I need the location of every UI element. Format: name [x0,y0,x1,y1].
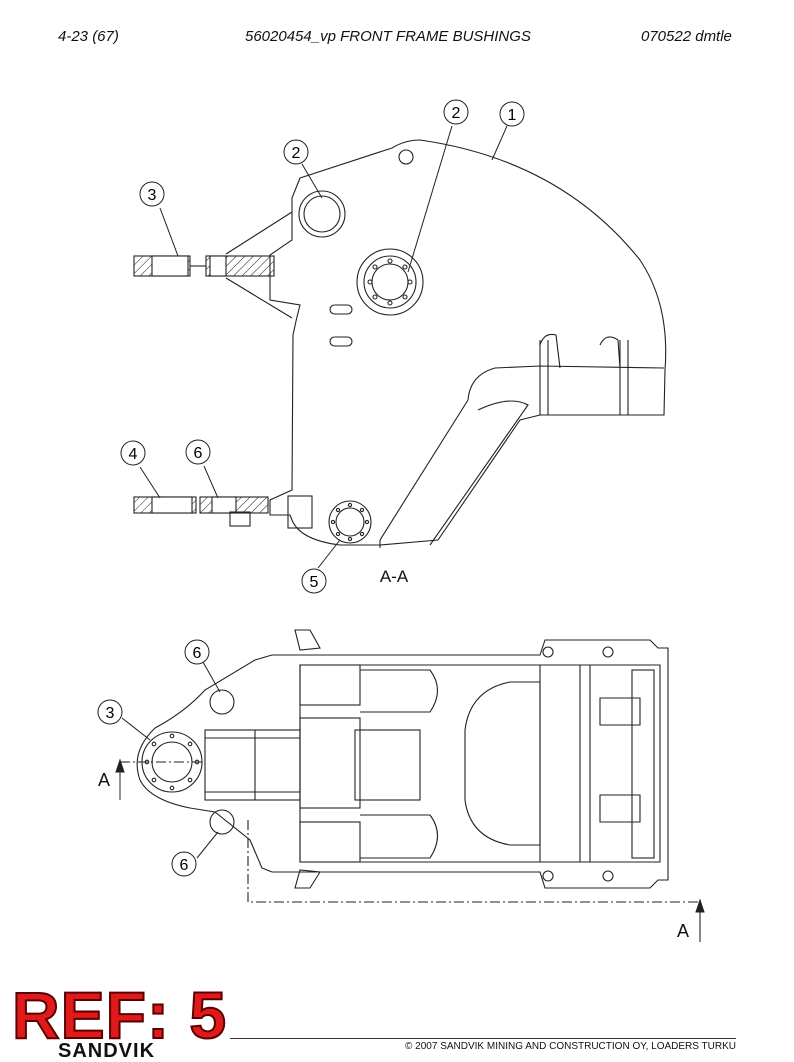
svg-text:6: 6 [180,857,189,874]
callout-1: 1 [499,101,525,127]
section-marker-left: A [98,770,110,790]
section-arrows [115,758,705,913]
callout-6b: 6 [184,639,210,665]
callout-5: 5 [301,568,327,594]
callout-6c: 6 [171,851,197,877]
callout-6a: 6 [185,439,211,465]
page-number: 4-23 (67) [58,28,119,45]
leader-lines-plan [121,661,221,859]
svg-text:6: 6 [194,445,203,462]
footer-rule [230,1038,736,1039]
callout-3: 3 [139,181,165,207]
leader-lines-top [139,125,508,569]
section-marker-right: A [677,921,689,941]
svg-text:2: 2 [292,145,301,162]
section-label: A-A [380,567,409,586]
document-code: 070522 dmtle [641,28,732,45]
svg-text:6: 6 [193,645,202,662]
plan-view [120,629,701,942]
callouts-top: 1 2 2 3 4 6 5 [120,99,525,594]
copyright-text: © 2007 SANDVIK MINING AND CONSTRUCTION O… [405,1041,736,1052]
callout-2a: 2 [443,99,469,125]
document-title: 56020454_vp FRONT FRAME BUSHINGS [245,28,531,45]
svg-text:1: 1 [508,107,517,124]
callouts-plan: 6 3 6 [97,639,210,877]
svg-text:4: 4 [129,446,138,463]
ref-stamp: REF: 5 [11,978,228,1052]
svg-text:2: 2 [452,105,461,122]
svg-text:5: 5 [310,574,319,591]
side-view [133,139,667,548]
callout-4: 4 [120,440,146,466]
svg-text:3: 3 [106,705,115,722]
callout-3b: 3 [97,699,123,725]
svg-text:3: 3 [148,187,157,204]
callout-2b: 2 [283,139,309,165]
